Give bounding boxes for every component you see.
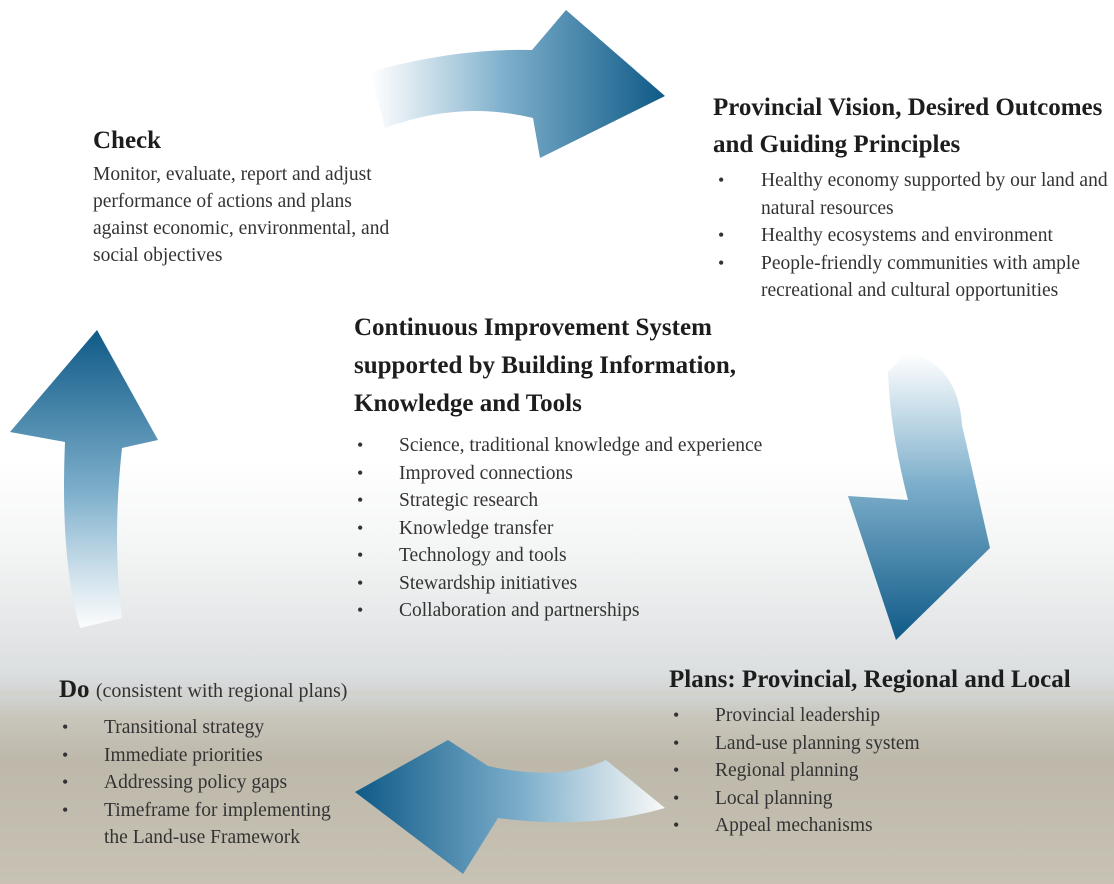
- arrow-to-vision: [370, 10, 665, 158]
- arrow-to-plans: [848, 352, 990, 640]
- bullet-icon: •: [673, 732, 680, 753]
- list-item-text: Strategic research: [399, 490, 539, 511]
- list-item-text: Technology and tools: [399, 545, 567, 566]
- plans-bullet-list: • Provincial leadership • Land-use plannin…: [669, 702, 1114, 840]
- bullet-icon: •: [357, 490, 364, 510]
- list-item-text: Science, traditional knowledge and exper…: [399, 435, 763, 456]
- list-item-text: Addressing policy gaps: [104, 772, 288, 793]
- list-item-text: People-friendly communities with ample r…: [761, 252, 1080, 302]
- list-item: • Healthy ecosystems and environment: [713, 222, 1113, 250]
- bullet-icon: •: [673, 815, 680, 835]
- do-subtitle: (consistent with regional plans): [95, 680, 348, 702]
- list-item-text: Appeal mechanisms: [715, 815, 873, 836]
- plans-block: Plans: Provincial, Regional and Local • P…: [669, 662, 1114, 840]
- list-item: • Healthy economy supported by our land a…: [713, 167, 1113, 222]
- vision-bullet-list: • Healthy economy supported by our land a…: [713, 167, 1113, 305]
- center-title: Continuous Improvement System supported …: [354, 314, 737, 417]
- list-item-text: Land-use planning system: [715, 732, 920, 754]
- list-item: • Local planning: [669, 785, 1114, 813]
- bullet-icon: •: [357, 517, 364, 538]
- list-item-text: Timeframe for implementing the Land-use …: [104, 799, 331, 849]
- list-item: • Technology and tools: [354, 542, 794, 570]
- bullet-icon: •: [357, 572, 364, 593]
- bullet-icon: •: [62, 799, 69, 820]
- do-bullet-list: • Transitional strategy • Immediate priori…: [59, 714, 399, 852]
- do-heading: Do (consistent with regional plans): [59, 672, 399, 709]
- do-block: Do (consistent with regional plans) • Tra…: [59, 672, 399, 852]
- list-item-text: Stewardship initiatives: [399, 572, 578, 594]
- bullet-icon: •: [718, 225, 725, 245]
- bullet-icon: •: [62, 717, 69, 737]
- center-bullet-list: • Science, traditional knowledge and expe…: [354, 432, 794, 625]
- bullet-icon: •: [357, 435, 364, 455]
- arrow-to-check: [10, 330, 158, 628]
- list-item: • Collaboration and partnerships: [354, 597, 794, 625]
- list-item-text: Provincial leadership: [715, 705, 881, 726]
- list-item-text: Healthy ecosystems and environment: [761, 225, 1053, 246]
- bullet-icon: •: [673, 760, 680, 780]
- list-item: • Appeal mechanisms: [669, 812, 1114, 840]
- check-description: Monitor, evaluate, report and adjust per…: [93, 164, 390, 266]
- list-item-text: Local planning: [715, 787, 833, 809]
- list-item: • People-friendly communities with ample …: [713, 250, 1113, 305]
- list-item: • Improved connections: [354, 460, 794, 488]
- check-title: Check: [93, 127, 162, 154]
- vision-title: Provincial Vision, Desired Outcomes and …: [713, 94, 1103, 158]
- bullet-icon: •: [718, 170, 725, 190]
- bullet-icon: •: [357, 545, 364, 565]
- check-block: Check Monitor, evaluate, report and adju…: [93, 123, 393, 269]
- list-item: • Stewardship initiatives: [354, 570, 794, 598]
- list-item-text: Knowledge transfer: [399, 517, 554, 539]
- bullet-icon: •: [357, 600, 364, 620]
- list-item-text: Immediate priorities: [104, 744, 263, 766]
- bullet-icon: •: [673, 787, 680, 808]
- bullet-icon: •: [718, 252, 725, 273]
- list-item-text: Improved connections: [399, 462, 573, 484]
- list-item: • Science, traditional knowledge and expe…: [354, 432, 794, 460]
- list-item: • Strategic research: [354, 487, 794, 515]
- list-item-text: Transitional strategy: [104, 717, 265, 738]
- vision-block: Provincial Vision, Desired Outcomes and …: [713, 89, 1113, 305]
- bullet-icon: •: [62, 744, 69, 765]
- list-item: • Regional planning: [669, 757, 1114, 785]
- list-item: • Addressing policy gaps: [59, 769, 399, 797]
- list-item: • Transitional strategy: [59, 714, 399, 742]
- center-block: Continuous Improvement System supported …: [354, 309, 794, 625]
- arrow-to-do: [355, 740, 665, 874]
- list-item-text: Collaboration and partnerships: [399, 600, 640, 621]
- list-item: • Land-use planning system: [669, 730, 1114, 758]
- list-item: • Provincial leadership: [669, 702, 1114, 730]
- list-item-text: Regional planning: [715, 760, 859, 781]
- bullet-icon: •: [673, 705, 680, 725]
- list-item: • Timeframe for implementing the Land-use…: [59, 797, 354, 852]
- bullet-icon: •: [62, 772, 69, 792]
- do-title: Do: [59, 676, 90, 703]
- list-item: • Knowledge transfer: [354, 515, 794, 543]
- plans-title: Plans: Provincial, Regional and Local: [669, 666, 1071, 693]
- list-item: • Immediate priorities: [59, 742, 399, 770]
- bullet-icon: •: [357, 462, 364, 483]
- list-item-text: Healthy economy supported by our land an…: [761, 170, 1108, 219]
